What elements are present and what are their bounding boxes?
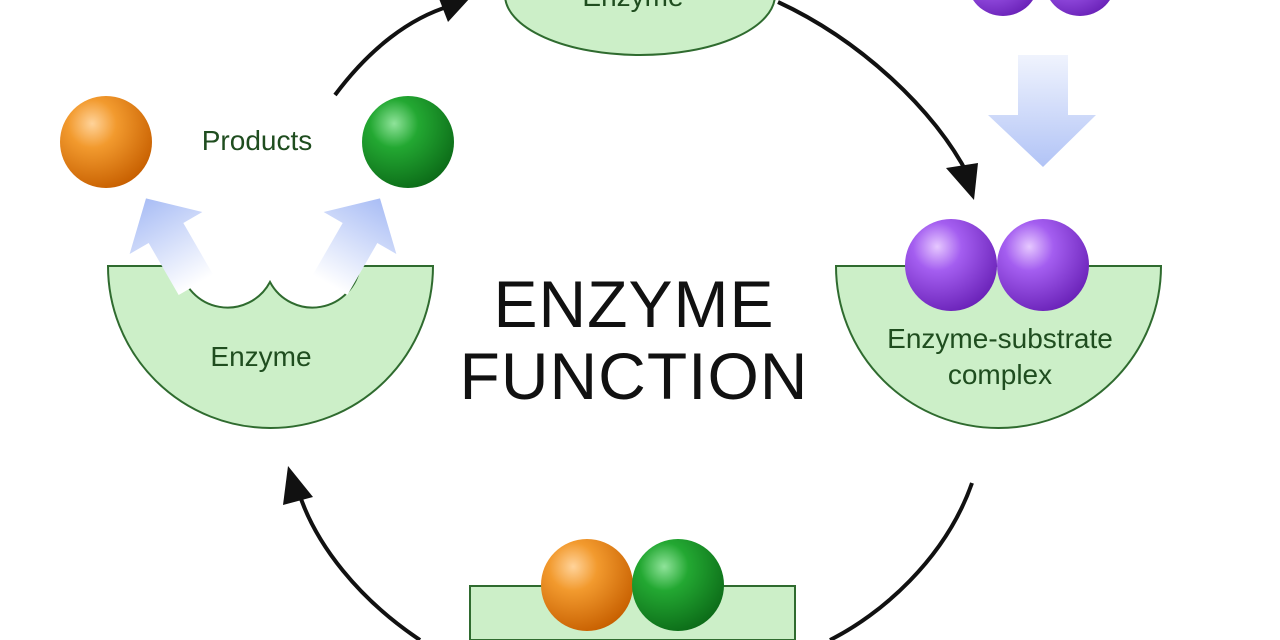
diagram-title-line1: ENZYME <box>493 267 774 341</box>
cycle-arrow-top-to-right <box>777 0 970 176</box>
orange-product-sphere <box>60 96 152 188</box>
purple-substrate-sphere <box>997 219 1089 311</box>
left-enzyme-label: Enzyme <box>210 341 311 372</box>
cycle-arrow-bottom-to-left <box>296 489 422 640</box>
products-label: Products <box>202 125 313 156</box>
purple-substrate-sphere <box>973 0 1033 16</box>
top-enzyme-label: Enzyme <box>582 0 683 12</box>
orange-product-sphere <box>541 539 633 631</box>
green-product-sphere <box>632 539 724 631</box>
complex-label-line1: Enzyme-substrate <box>887 323 1113 354</box>
bottom-enzyme-bowl <box>469 585 796 640</box>
product-release-flow-arrow <box>129 198 214 295</box>
cycle-arrowhead <box>439 0 469 22</box>
complex-label-line2: complex <box>948 359 1052 390</box>
complex-enzyme-bowl <box>834 265 1163 429</box>
cycle-arrowhead <box>283 466 313 505</box>
cycle-arrowhead <box>946 163 978 200</box>
product-release-flow-arrow <box>312 198 397 295</box>
diagram-title-line2: FUNCTION <box>460 339 809 413</box>
cycle-arrow-right-to-bottom <box>829 482 974 640</box>
left-enzyme-bowl <box>106 265 435 429</box>
substrate-binding-flow-arrow <box>988 55 1096 167</box>
purple-substrate-sphere <box>905 219 997 311</box>
top-enzyme-bowl <box>504 0 776 56</box>
green-product-sphere <box>362 96 454 188</box>
cycle-arrow-left-to-top <box>333 4 451 97</box>
purple-substrate-sphere <box>1050 0 1110 16</box>
